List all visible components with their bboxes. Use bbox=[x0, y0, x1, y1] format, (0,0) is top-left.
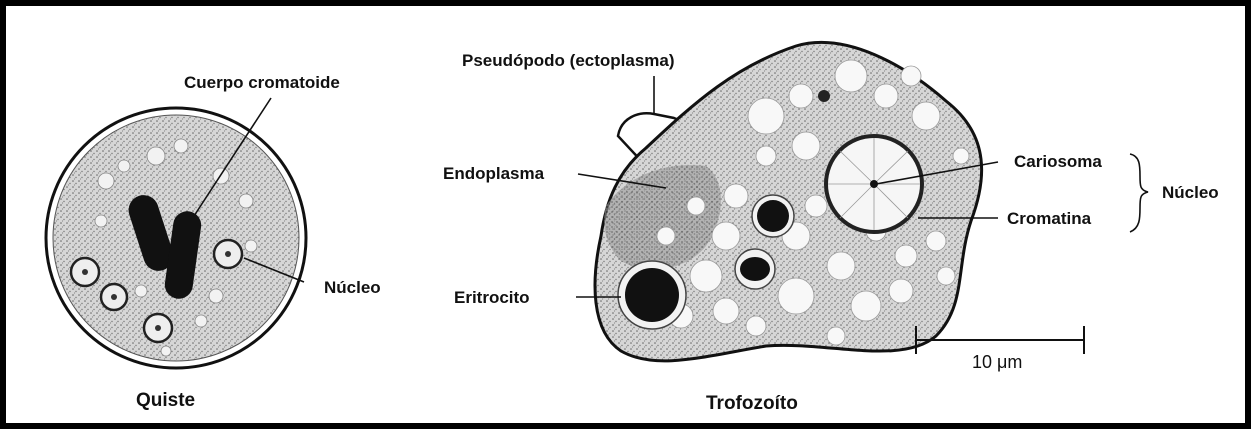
label-cariosoma: Cariosoma bbox=[1014, 152, 1102, 171]
caption-quiste: Quiste bbox=[136, 390, 195, 411]
label-cuerpo-cromatoide: Cuerpo cromatoide bbox=[184, 73, 340, 92]
label-cromatina: Cromatina bbox=[1007, 209, 1092, 228]
label-endoplasma: Endoplasma bbox=[443, 164, 545, 183]
trophozoite: Pseudópodo (ectoplasma) Endoplasma Eritr… bbox=[443, 42, 1219, 414]
label-nucleo-group: Núcleo bbox=[1162, 183, 1219, 202]
scale-bar: 10 μm bbox=[916, 326, 1084, 372]
cyst: Cuerpo cromatoide Núcleo Quiste bbox=[46, 73, 381, 411]
caption-trofozoito: Trofozoíto bbox=[706, 393, 798, 414]
nucleus-brace bbox=[1130, 154, 1148, 232]
amoeba-diagram: Cuerpo cromatoide Núcleo Quiste bbox=[6, 6, 1251, 435]
label-nucleo-quiste: Núcleo bbox=[324, 278, 381, 297]
scale-bar-label: 10 μm bbox=[972, 352, 1022, 372]
label-eritrocito: Eritrocito bbox=[454, 288, 530, 307]
label-pseudopodo: Pseudópodo (ectoplasma) bbox=[462, 51, 675, 70]
